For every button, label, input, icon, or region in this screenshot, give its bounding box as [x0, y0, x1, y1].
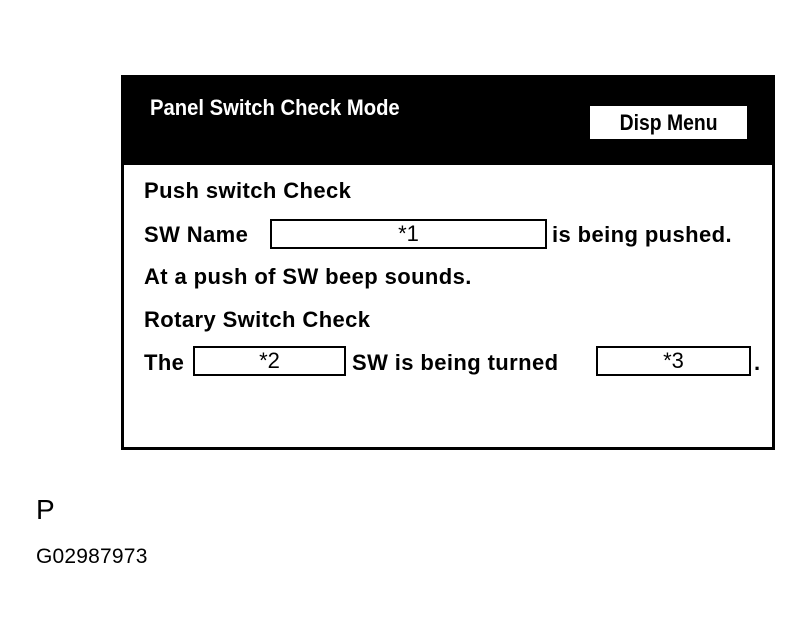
- caption-letter: P: [36, 494, 55, 525]
- sw-name-suffix: is being pushed.: [552, 222, 732, 247]
- rotary-switch-field: *2: [193, 346, 346, 376]
- figure-code: G02987973: [36, 545, 148, 568]
- beep-text: At a push of SW beep sounds.: [144, 264, 472, 289]
- rotary-direction-field: *3: [596, 346, 751, 376]
- disp-menu-label: Disp Menu: [619, 110, 718, 135]
- rotary-suffix: .: [754, 350, 761, 375]
- rotary-prefix: The: [144, 350, 185, 375]
- disp-menu-button[interactable]: Disp Menu: [589, 105, 748, 140]
- sw-name-label: SW Name: [144, 222, 249, 247]
- screen-title: Panel Switch Check Mode: [150, 95, 400, 120]
- rotary-middle-text: SW is being turned: [352, 350, 559, 375]
- sw-name-field: *1: [270, 219, 547, 249]
- screen-header: Panel Switch Check Mode Disp Menu: [124, 78, 772, 165]
- rotary-switch-heading: Rotary Switch Check: [144, 307, 371, 332]
- panel-switch-check-screen: Panel Switch Check Mode Disp Menu Push s…: [121, 75, 775, 450]
- push-switch-heading: Push switch Check: [144, 178, 352, 203]
